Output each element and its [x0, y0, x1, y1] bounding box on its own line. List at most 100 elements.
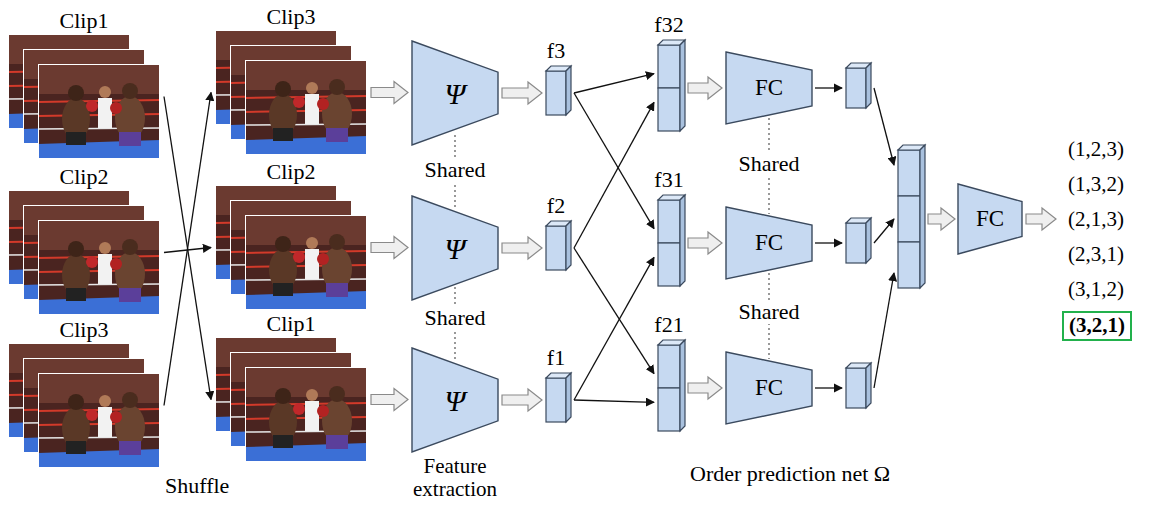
vector-label: f1: [546, 346, 566, 370]
flow-arrow: [574, 74, 654, 93]
fc-layer: FC: [726, 52, 812, 124]
layer-label: FC: [755, 375, 783, 400]
pair-feature: f31: [658, 200, 680, 286]
vector-label: f3: [546, 39, 566, 63]
vector-segment: [658, 345, 680, 388]
shared-label: Shared: [422, 306, 487, 330]
vector-segment: [546, 71, 566, 115]
clip-photos: [8, 30, 367, 468]
shared-dotted-lines: [455, 118, 769, 362]
block-arrow: [371, 237, 408, 259]
flow-arrow: [164, 93, 211, 406]
video-frame: [245, 215, 367, 310]
vector-side: [680, 195, 685, 286]
vector-segment: [658, 243, 680, 286]
layer-label: Ψ: [444, 384, 465, 417]
vector-box-side: [866, 218, 871, 263]
vector-outline: [658, 345, 680, 431]
trapezoid-shape: [412, 41, 498, 145]
order-option: (3,2,1): [1069, 314, 1125, 337]
vector-label: f21: [658, 313, 680, 337]
pair-feature: f21: [658, 345, 680, 431]
vector-segment: [546, 226, 566, 270]
trapezoid-shape: [726, 352, 812, 424]
flow-arrow: [574, 400, 654, 402]
vector-outline: [546, 71, 566, 115]
concat-side: [920, 145, 925, 288]
vector-side: [566, 66, 571, 115]
vector-box: [846, 368, 866, 408]
vector-box: [846, 223, 866, 263]
vector-segment: [546, 378, 566, 422]
vector-outline: [546, 378, 566, 422]
vector-label: f32: [658, 13, 680, 37]
flow-arrow: [874, 273, 894, 388]
vector-box-side: [866, 63, 871, 108]
vector-segment: [658, 45, 680, 88]
concat-segment: [898, 242, 920, 288]
vector-box-side: [866, 363, 871, 408]
fc-layer: FC: [726, 207, 812, 279]
layer-label: Ψ: [444, 77, 465, 110]
clip-stack: Clip3: [215, 30, 367, 155]
vector-box: [846, 68, 866, 108]
stage-label: Feature extraction: [395, 455, 515, 501]
video-frame: [38, 64, 160, 159]
flow-arrow: [874, 219, 894, 243]
concat-segment: [898, 150, 920, 196]
block-arrow: [1026, 208, 1056, 230]
pair-feature: f32: [658, 45, 680, 131]
clip-stack: Clip2: [215, 185, 367, 310]
video-frame: [38, 373, 160, 468]
order-option: (1,3,2): [1068, 173, 1124, 196]
shared-label: Shared: [736, 152, 801, 176]
feature-vector: f2: [546, 226, 566, 270]
flow-arrow: [574, 102, 654, 248]
vector-outline: [658, 45, 680, 131]
block-arrow: [928, 208, 955, 230]
vector-segment: [658, 388, 680, 431]
clip-label: Clip1: [215, 312, 367, 336]
clip-stack: Clip1: [8, 34, 160, 159]
flow-arrow: [574, 93, 654, 229]
shared-label: Shared: [736, 300, 801, 324]
feature-vector: f3: [546, 71, 566, 115]
vector-segment: [658, 88, 680, 131]
trapezoid-shape: [726, 207, 812, 279]
feature-extractor: Ψ: [412, 348, 498, 452]
vector-side: [680, 340, 685, 431]
clip-label: Clip2: [215, 160, 367, 184]
flow-arrow: [815, 242, 842, 243]
fc-layer: FC: [958, 184, 1022, 254]
clip-label: Clip3: [215, 5, 367, 29]
clip-stack: Clip2: [8, 190, 160, 315]
vector-segment: [658, 200, 680, 243]
block-arrow: [502, 389, 542, 411]
block-arrow: [688, 232, 722, 254]
flow-arrow: [574, 257, 654, 400]
vector-label: f2: [546, 194, 566, 218]
feature-extractor: Ψ: [412, 196, 498, 300]
flow-arrow: [815, 387, 842, 388]
layer-label: FC: [976, 206, 1004, 231]
vector-label: f31: [658, 168, 680, 192]
vector-side: [566, 221, 571, 270]
video-frame: [245, 60, 367, 155]
trapezoid-shape: [412, 348, 498, 452]
layer-label: FC: [755, 230, 783, 255]
block-arrow: [371, 389, 408, 411]
trapezoid-shape: [726, 52, 812, 124]
trapezoid-shape: [958, 184, 1022, 254]
vector-side: [680, 40, 685, 131]
layer-label: Ψ: [444, 232, 465, 265]
flow-arrow: [815, 87, 842, 88]
clip-label: Clip1: [8, 9, 160, 33]
video-frame: [245, 367, 367, 462]
vector-outline: [658, 200, 680, 286]
flow-arrow: [874, 88, 894, 165]
feature-extractor: Ψ: [412, 41, 498, 145]
